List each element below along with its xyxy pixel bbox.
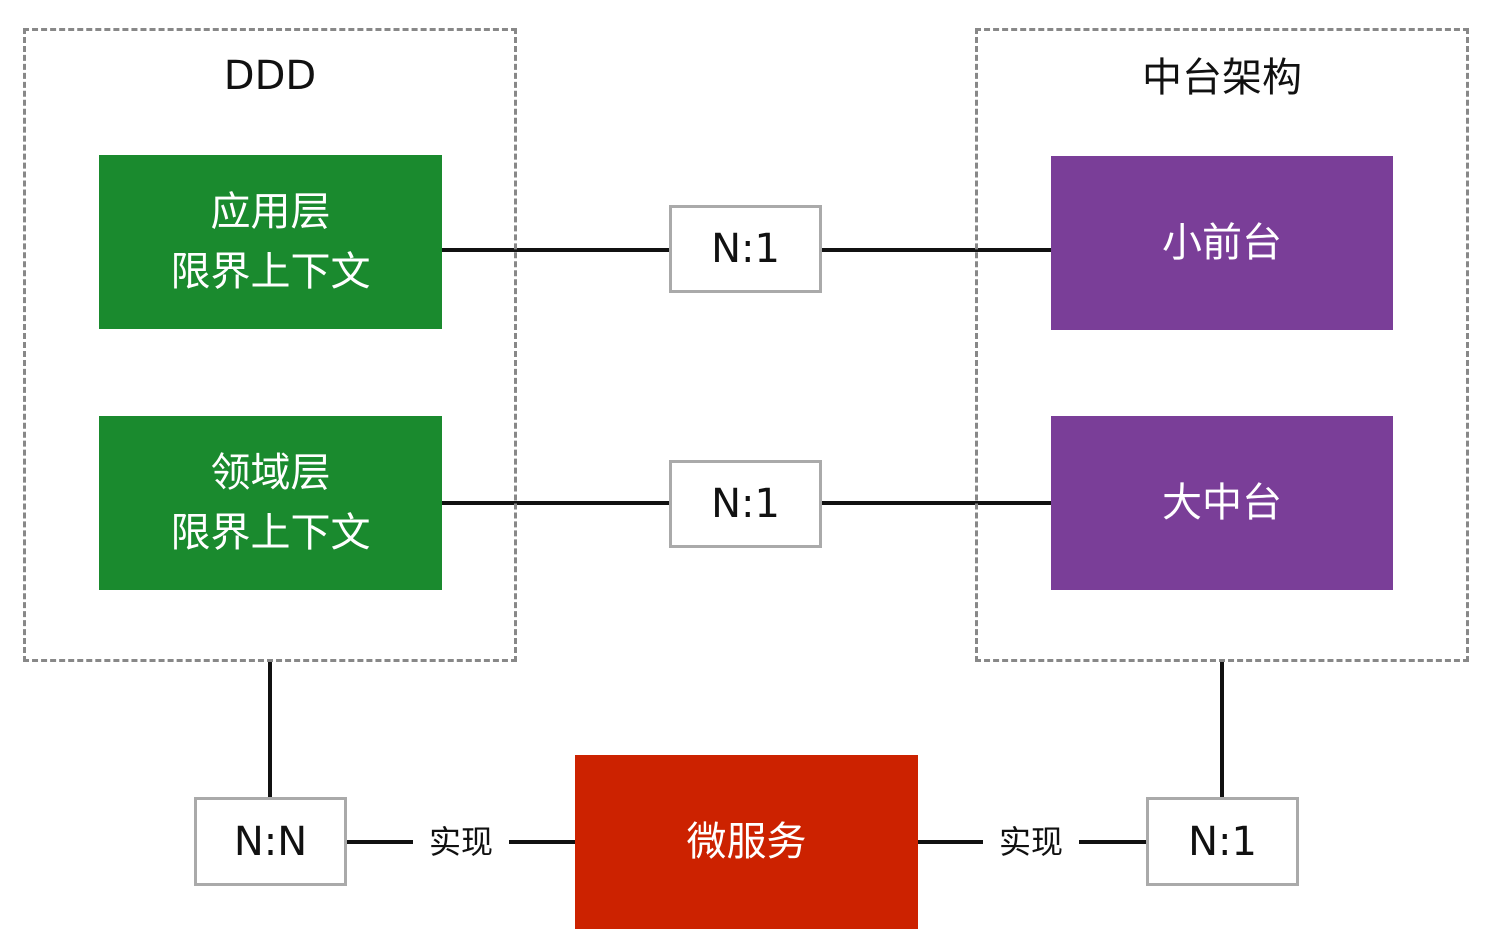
domain-context-label: 限界上下文 [170, 510, 371, 556]
domain-layer-block: 领域层 限界上下文 [99, 416, 442, 590]
application-context-label: 限界上下文 [170, 249, 371, 295]
right-ratio-box: N:1 [1146, 797, 1299, 886]
left-implement-label: 实现 [413, 826, 509, 858]
middle-ratio-label: N:1 [711, 481, 780, 527]
platform-group [975, 28, 1469, 662]
right-ratio-label: N:1 [1188, 818, 1257, 865]
top-ratio-label: N:1 [711, 226, 780, 272]
big-middle-block: 大中台 [1051, 416, 1393, 590]
left-ratio-label: N:N [233, 818, 308, 865]
edge-ddd-down-line [268, 662, 272, 799]
ddd-group-title: DDD [223, 53, 317, 99]
small-front-block: 小前台 [1051, 156, 1393, 330]
application-layer-block: 应用层 限界上下文 [99, 155, 442, 329]
application-layer-label: 应用层 [210, 189, 331, 235]
top-ratio-box: N:1 [669, 205, 822, 293]
middle-ratio-box: N:1 [669, 460, 822, 548]
microservice-block: 微服务 [575, 755, 918, 929]
left-ratio-box: N:N [194, 797, 347, 886]
small-front-label: 小前台 [1162, 220, 1282, 266]
domain-layer-label: 领域层 [210, 450, 331, 496]
edge-platform-down-line [1220, 662, 1224, 799]
right-implement-label: 实现 [983, 826, 1079, 858]
big-middle-label: 大中台 [1162, 480, 1282, 526]
platform-group-title: 中台架构 [1142, 55, 1302, 101]
ddd-group [23, 28, 517, 662]
microservice-label: 微服务 [686, 819, 807, 865]
